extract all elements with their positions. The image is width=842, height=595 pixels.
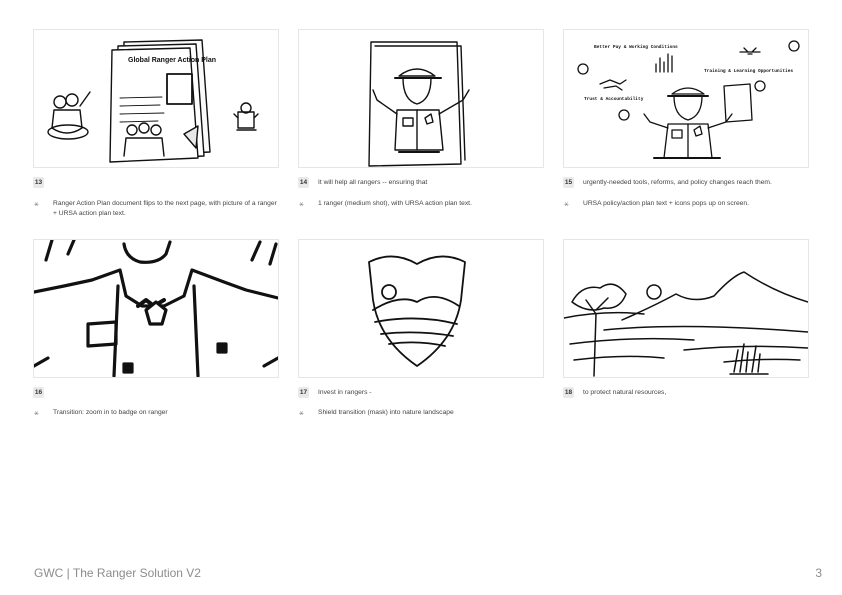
action-figure-icon: ⚹ [34, 408, 39, 417]
panel-number: 14 [298, 177, 309, 188]
storyboard-frame-15: Better Pay & Working Conditions Training… [563, 29, 809, 168]
doc-title: Global Ranger Action Plan [128, 57, 216, 64]
sketch-ranger-with-icons: Better Pay & Working Conditions Training… [577, 40, 800, 159]
page-number: 3 [815, 566, 822, 580]
panel-dialogue: It will help all rangers -- ensuring tha… [318, 179, 428, 186]
panel-number: 16 [33, 387, 44, 398]
storyboard-frame-14 [298, 29, 544, 168]
action-figure-icon: ⚹ [299, 408, 304, 417]
storyboard-frame-16 [33, 239, 279, 378]
storyboard-frame-13: Global Ranger Action Plan [33, 29, 279, 168]
panel-note: Ranger Action Plan document flips to the… [53, 200, 277, 217]
panel-note: Shield transition (mask) into nature lan… [318, 409, 454, 416]
sketch-document-flip: Global Ranger Action Plan [47, 39, 259, 163]
sketch-nature-landscape [564, 271, 808, 377]
panel-dialogue: to protect natural resources, [583, 389, 667, 396]
action-figure-icon: ⚹ [299, 199, 304, 208]
panel-note: URSA policy/action plan text + icons pop… [583, 200, 749, 207]
document-title: GWC | The Ranger Solution V2 [34, 566, 201, 580]
panel-number: 18 [563, 387, 574, 398]
panel-note: Transition: zoom in to badge on ranger [53, 409, 168, 416]
label-pay: Better Pay & Working Conditions [594, 44, 678, 50]
panel-number: 15 [563, 177, 574, 188]
label-training: Training & Learning Opportunities [704, 68, 793, 74]
storyboard-frame-18 [563, 239, 809, 378]
panel-dialogue: Invest in rangers - [318, 389, 372, 396]
panel-note: 1 ranger (medium shot), with URSA action… [318, 200, 472, 207]
action-figure-icon: ⚹ [564, 199, 569, 208]
action-figure-icon: ⚹ [34, 199, 39, 208]
sketch-ranger-medium-shot [368, 41, 470, 167]
sketch-badge-zoom [34, 240, 278, 377]
panel-dialogue: urgently-needed tools, reforms, and poli… [583, 179, 772, 186]
panel-number: 17 [298, 387, 309, 398]
storyboard-frame-17 [298, 239, 544, 378]
sketch-shield-transition [368, 255, 466, 367]
panel-number: 13 [33, 177, 44, 188]
label-trust: Trust & Accountability [584, 96, 644, 102]
